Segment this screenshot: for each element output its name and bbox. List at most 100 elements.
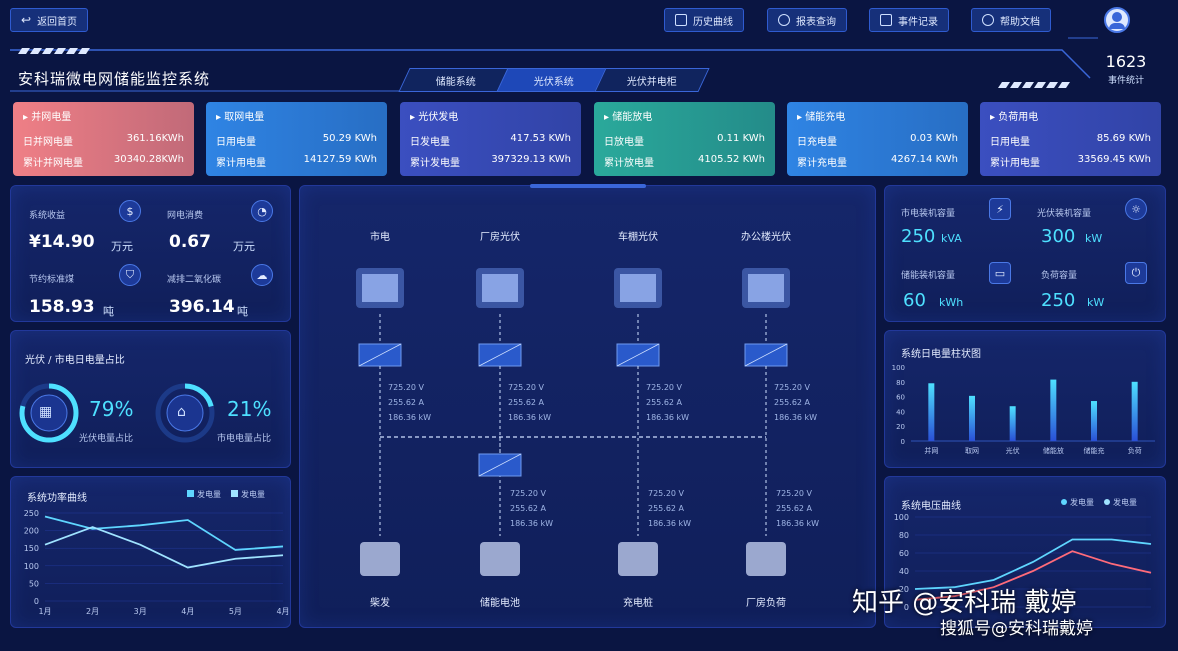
power-legend-item-1: 发电量 xyxy=(187,489,221,500)
y-tick-label: 80 xyxy=(899,531,909,540)
x-tick-label: 储能放 xyxy=(1043,446,1064,455)
ratio-title: 光伏 / 市电日电量占比 xyxy=(25,355,125,366)
y-tick-label: 100 xyxy=(892,364,905,372)
history-curve-label: 历史曲线 xyxy=(693,16,733,28)
tab-pv-grid-cabinet-label: 光伏并电柜 xyxy=(627,76,677,88)
bottom-node-label: 柴发 xyxy=(370,598,390,609)
node-icon xyxy=(360,542,400,576)
plug-icon: ⏻ xyxy=(1125,262,1147,284)
coal-value: 158.93 xyxy=(29,297,95,317)
bottom-node-label: 储能电池 xyxy=(480,598,520,609)
history-curve-button[interactable]: 历史曲线 xyxy=(664,8,744,32)
x-tick-label: 取网 xyxy=(965,447,979,455)
daily-bar-chart: 100806040200并网取网光伏储能放储能充负荷 xyxy=(892,364,1155,455)
y-tick-label: 150 xyxy=(24,544,39,553)
card-title: ▸ 并网电量 xyxy=(23,112,72,123)
stats-panel: 系统收益 $ ¥14.90 万元 网电消费 ◔ 0.67 万元 节约标准煤 ⛉ … xyxy=(10,185,291,322)
tab-pv-grid-cabinet[interactable]: 光伏并电柜 xyxy=(594,68,710,92)
tab-pv-system[interactable]: 光伏系统 xyxy=(496,68,612,92)
series-line xyxy=(914,538,1152,590)
consume-value: 0.67 xyxy=(169,232,211,252)
event-count: 1623 xyxy=(1105,52,1147,71)
pv-capacity-value: 300 xyxy=(1041,226,1076,247)
card-title: ▸ 储能充电 xyxy=(797,112,846,123)
top-node-label: 办公楼光伏 xyxy=(741,232,791,243)
card-title: ▸ 储能放电 xyxy=(604,112,653,123)
y-tick-label: 0 xyxy=(901,438,905,446)
system-title: 安科瑞微电网储能监控系统 xyxy=(18,70,211,88)
x-tick-label: 1月 xyxy=(38,607,51,616)
grid-capacity-value: 250 xyxy=(901,226,936,247)
voltage-curve-title: 系统电压曲线 xyxy=(901,501,961,512)
y-tick-label: 250 xyxy=(24,509,39,518)
event-count-label: 事件统计 xyxy=(1107,76,1144,86)
event-log-button[interactable]: 事件记录 xyxy=(869,8,949,32)
storage-capacity-value: 60 xyxy=(903,290,926,311)
tab-storage-system-label: 储能系统 xyxy=(436,76,476,88)
series-line xyxy=(44,526,284,569)
y-tick-label: 20 xyxy=(899,585,909,594)
power-station-icon: ⚡ xyxy=(989,198,1011,220)
node-icon xyxy=(480,542,520,576)
event-stats: 1623 事件统计 xyxy=(1096,52,1156,86)
y-tick-label: 200 xyxy=(24,527,39,536)
load-capacity-unit: kW xyxy=(1087,296,1105,309)
series-line xyxy=(914,550,1152,601)
card-title: ▸ 取网电量 xyxy=(216,112,265,123)
topology-diagram xyxy=(356,268,790,576)
report-query-label: 报表查询 xyxy=(796,16,836,28)
back-home-label: 返回首页 xyxy=(37,16,78,28)
tab-storage-system[interactable]: 储能系统 xyxy=(398,68,514,92)
x-tick-label: 5月 xyxy=(229,607,242,616)
y-tick-label: 20 xyxy=(896,423,905,431)
node-icon xyxy=(746,542,786,576)
bottom-node-label: 厂房负荷 xyxy=(746,598,786,609)
factory-icon: ⌂ xyxy=(177,404,186,420)
cloud-icon: ☁ xyxy=(251,264,273,286)
co2-value: 396.14 xyxy=(169,297,235,317)
storage-capacity-label: 储能装机容量 xyxy=(901,271,956,281)
battery-icon: ▭ xyxy=(989,262,1011,284)
shield-icon: ⛉ xyxy=(119,264,141,286)
load-capacity-value: 250 xyxy=(1041,290,1076,311)
revenue-unit: 万元 xyxy=(111,240,133,253)
header-frame xyxy=(10,37,1098,92)
co2-label: 减排二氧化碳 xyxy=(167,275,222,285)
voltage-legend-item-2: 发电量 xyxy=(1104,497,1137,508)
user-avatar[interactable] xyxy=(1104,7,1130,33)
top-node-label: 市电 xyxy=(370,232,390,243)
x-tick-label: 3月 xyxy=(134,607,147,616)
help-doc-button[interactable]: 帮助文档 xyxy=(971,8,1051,32)
watermark-line2: 搜狐号@安科瑞戴婷 xyxy=(940,619,1093,639)
card-title: ▸ 负荷用电 xyxy=(990,112,1039,123)
coal-label: 节约标准煤 xyxy=(29,275,75,285)
report-query-button[interactable]: 报表查询 xyxy=(767,8,847,32)
grid-ratio-label: 市电电量占比 xyxy=(217,434,272,444)
solar-panel-icon: ▦ xyxy=(39,404,53,420)
back-home-button[interactable]: ↩ 返回首页 xyxy=(10,8,89,32)
power-legend: 发电量 发电量 xyxy=(187,489,265,500)
consume-unit: 万元 xyxy=(233,240,255,253)
y-tick-label: 50 xyxy=(29,579,39,588)
grid-capacity-unit: kVA xyxy=(941,232,962,245)
load-capacity-label: 负荷容量 xyxy=(1041,271,1078,281)
voltage-legend-item-1: 发电量 xyxy=(1061,497,1094,508)
money-icon: $ xyxy=(119,200,141,222)
